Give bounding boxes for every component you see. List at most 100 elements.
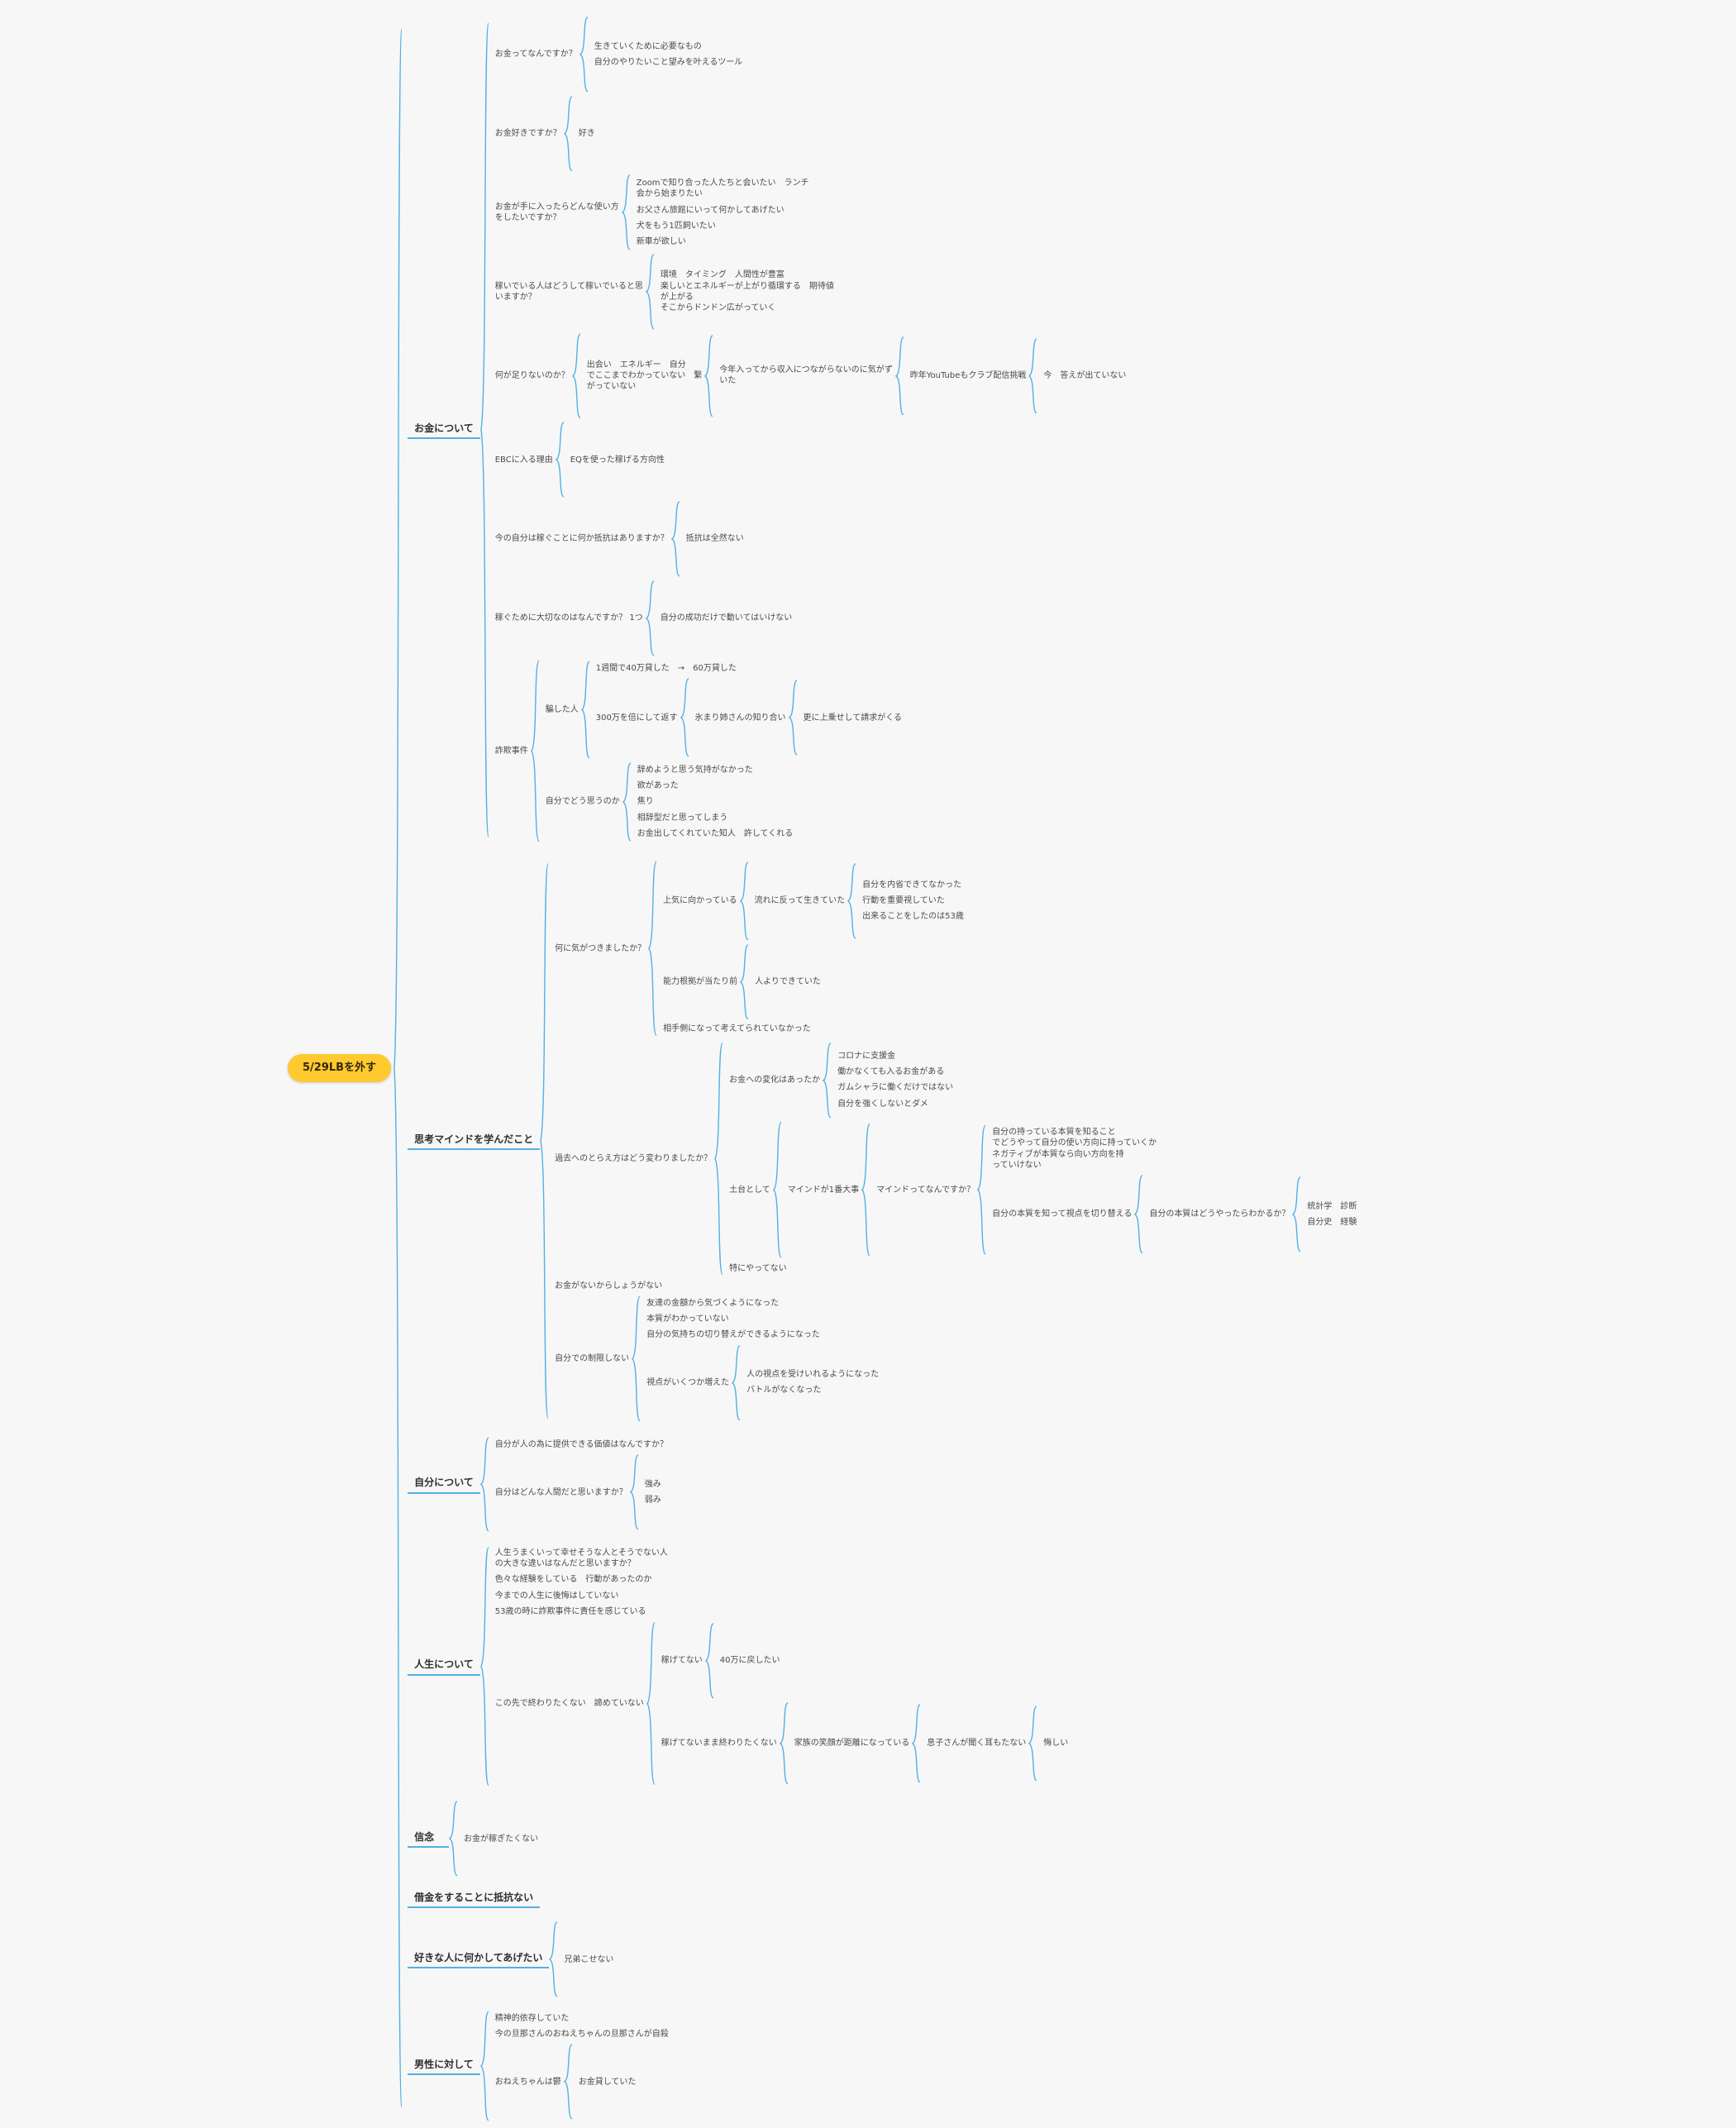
sub-topic[interactable]: 稼げてない bbox=[661, 1656, 703, 1666]
sub-topic[interactable]: 自分を強くしないとダメ bbox=[837, 1099, 928, 1109]
central-topic[interactable]: 5/29LBを外す bbox=[288, 1054, 392, 1082]
sub-topic[interactable]: 視点がいくつか増えた bbox=[646, 1377, 730, 1387]
sub-topic[interactable]: 更に上乗せして請求がくる bbox=[803, 713, 903, 723]
main-topic[interactable]: お金について bbox=[408, 421, 480, 440]
sub-topic[interactable]: 生きていくために必要なもの bbox=[594, 41, 702, 51]
sub-topic[interactable]: 今の旦那さんのおねえちゃんの旦那さんが自殺 bbox=[494, 2030, 669, 2040]
sub-topic[interactable]: お金が手に入ったらどんな使い方 をしたいですか？ bbox=[494, 202, 619, 223]
sub-topic[interactable]: 新車が欲しい bbox=[636, 236, 686, 246]
sub-topic[interactable]: 稼げてないまま終わりたくない bbox=[661, 1738, 777, 1748]
sub-topic[interactable]: 息子さんが聞く耳もたない bbox=[927, 1738, 1027, 1748]
sub-topic[interactable]: 稼ぐために大切なのはなんですか？ 1つ bbox=[494, 613, 643, 623]
sub-topic[interactable]: この先で終わりたくない 諦めていない bbox=[494, 1699, 644, 1709]
sub-topic[interactable]: 弱み bbox=[644, 1496, 661, 1505]
tree-branch: 過去へのとらえ方はどう変わりましたか？ お金への変化はあったか コロナに支援金働かな… bbox=[551, 1041, 1359, 1276]
sub-topic[interactable]: 自分の成功だけで動いてはいけない bbox=[660, 613, 793, 623]
sub-topic[interactable]: マインドってなんですか？ bbox=[876, 1185, 975, 1195]
sub-topic[interactable]: EBCに入る理由 bbox=[494, 455, 553, 465]
sub-topic[interactable]: 今の自分は稼ぐことに何か抵抗はありますか？ bbox=[494, 534, 669, 544]
sub-topic[interactable]: 抵抗は全然ない bbox=[685, 534, 744, 544]
sub-topic[interactable]: 自分での制限しない bbox=[555, 1353, 630, 1363]
main-topic[interactable]: 自分について bbox=[408, 1475, 480, 1494]
main-topic[interactable]: 男性に対して bbox=[408, 2057, 480, 2076]
sub-topic[interactable]: Zoomで知り合った人たちと会いたい ランチ 会から始まりたい bbox=[636, 179, 809, 199]
sub-topic[interactable]: おねえちゃんは鬱 bbox=[494, 2077, 561, 2087]
sub-topic[interactable]: 出会い エネルギー 自分 でここまでわかっていない 繋 がっていない bbox=[586, 360, 703, 392]
sub-topic[interactable]: 兄弟こせない bbox=[564, 1954, 614, 1964]
sub-topic[interactable]: 人生うまくいって幸せそうな人とそうでない人 の大きな違いはなんだと思いますか？ bbox=[494, 1548, 668, 1569]
sub-topic[interactable]: 自分のやりたいこと望みを叶えるツール bbox=[594, 57, 743, 67]
sub-topic[interactable]: 自分史 経験 bbox=[1307, 1217, 1357, 1227]
sub-topic[interactable]: 能力根拠が当たり前 bbox=[663, 976, 738, 986]
sub-topic[interactable]: 今までの人生に後悔はしていない bbox=[494, 1591, 619, 1601]
sub-topic[interactable]: お金への変化はあったか bbox=[729, 1075, 821, 1085]
sub-topic[interactable]: 今 答えが出ていない bbox=[1043, 370, 1127, 380]
sub-topic[interactable]: 300万を倍にして返す bbox=[595, 713, 678, 723]
sub-topic[interactable]: 悔しい bbox=[1043, 1738, 1069, 1748]
sub-topic[interactable]: 家族の笑顔が距離になっている bbox=[794, 1738, 910, 1748]
main-topic[interactable]: 人生について bbox=[408, 1657, 480, 1676]
sub-topic[interactable]: 自分でどう思うのか bbox=[545, 797, 620, 807]
sub-topic[interactable]: 相手側になって考えてられていなかった bbox=[663, 1024, 811, 1034]
sub-topic[interactable]: 出来ることをしたのは53歳 bbox=[862, 912, 964, 922]
sub-topic[interactable]: 欲があった bbox=[637, 781, 679, 791]
sub-topic[interactable]: 稼いでいる人はどうして稼いでいると思 いますか？ bbox=[494, 281, 643, 302]
sub-topic[interactable]: 精神的依存していた bbox=[494, 2013, 570, 2023]
sub-topic[interactable]: 1週間で40万貸した → 60万貸した bbox=[595, 664, 737, 674]
sub-topic[interactable]: 詐欺事件 bbox=[494, 747, 528, 756]
sub-topic[interactable]: 人の視点を受けいれるようになった bbox=[746, 1370, 880, 1380]
sub-topic[interactable]: ガムシャラに働くだけではない bbox=[837, 1083, 954, 1093]
sub-topic[interactable]: 何に気がつきましたか？ bbox=[555, 943, 646, 953]
main-topic[interactable]: 信念 bbox=[408, 1830, 450, 1849]
sub-topic[interactable]: 自分はどんな人間だと思いますか？ bbox=[494, 1487, 627, 1497]
sub-topic[interactable]: 昨年YouTubeもクラブ配信挑戦 bbox=[909, 370, 1027, 380]
main-topic[interactable]: 思考マインドを学んだこと bbox=[408, 1132, 541, 1151]
sub-topic[interactable]: 辞めようと思う気持がなかった bbox=[637, 766, 753, 775]
sub-topic[interactable]: 色々な経験をしている 行動があったのか bbox=[494, 1575, 652, 1585]
sub-topic[interactable]: 流れに反って生きていた bbox=[754, 896, 846, 906]
sub-topic[interactable]: 統計学 診断 bbox=[1307, 1201, 1357, 1211]
sub-topic[interactable]: 本質がわかっていない bbox=[646, 1314, 729, 1324]
sub-topic[interactable]: 土台として bbox=[729, 1185, 770, 1195]
tree-branch: 5/29LBを外す お金について お金ってなんですか？ 生きていくために必要なもの自分… bbox=[288, 8, 1359, 2128]
sub-topic[interactable]: 働かなくても入るお金がある bbox=[837, 1067, 945, 1077]
sub-topic[interactable]: 自分の気持ちの切り替えができるようになった bbox=[646, 1330, 820, 1340]
sub-topic[interactable]: 自分の持っている本質を知ること でどうやって自分の使い方向に持っていくか ネガテ… bbox=[992, 1128, 1157, 1170]
sub-topic[interactable]: 焦り bbox=[637, 797, 654, 807]
sub-topic[interactable]: 人よりできていた bbox=[755, 976, 821, 986]
sub-topic[interactable]: バトルがなくなった bbox=[746, 1386, 822, 1396]
sub-topic[interactable]: お金貸していた bbox=[578, 2077, 637, 2087]
sub-topic[interactable]: マインドが1番大事 bbox=[787, 1185, 860, 1195]
sub-topic[interactable]: 犬をもう1匹飼いたい bbox=[636, 221, 716, 231]
sub-topic[interactable]: 相辞型だと思ってしまう bbox=[637, 813, 728, 823]
sub-topic[interactable]: EQを使った稼げる方向性 bbox=[570, 455, 665, 465]
sub-topic[interactable]: 友達の金額から気づくようになった bbox=[646, 1298, 780, 1308]
sub-topic[interactable]: 特にやってない bbox=[729, 1263, 787, 1273]
sub-topic[interactable]: 好き bbox=[578, 128, 595, 138]
sub-topic[interactable]: お父さん旅館にいって何かしてあげたい bbox=[636, 205, 785, 215]
sub-topic[interactable]: 騙した人 bbox=[545, 705, 579, 715]
tree-branch: 人生うまくいって幸せそうな人とそうでない人 の大きな違いはなんだと思いますか？ bbox=[491, 1547, 1071, 1570]
sub-topic[interactable]: 自分を内省できてなかった bbox=[862, 880, 962, 890]
sub-topic[interactable]: 40万に戻したい bbox=[719, 1656, 780, 1666]
sub-topic[interactable]: 自分が人の為に提供できる価値はなんですか？ bbox=[494, 1440, 669, 1450]
sub-topic[interactable]: 氷まり姉さんの知り合い bbox=[694, 713, 786, 723]
sub-topic[interactable]: 自分の本質を知って視点を切り替える bbox=[992, 1210, 1133, 1219]
sub-topic[interactable]: お金出してくれていた知人 許してくれる bbox=[637, 828, 794, 838]
sub-topic[interactable]: 上気に向かっている bbox=[663, 896, 737, 906]
sub-topic[interactable]: 今年入ってから収入につながらないのに気がず いた bbox=[719, 365, 893, 386]
main-topic[interactable]: 借金をすることに抵抗ない bbox=[408, 1890, 541, 1909]
sub-topic[interactable]: お金好きですか？ bbox=[494, 128, 561, 138]
sub-topic[interactable]: お金がないからしょうがない bbox=[555, 1281, 663, 1291]
sub-topic[interactable]: 自分の本質はどうやったらわかるか？ bbox=[1149, 1210, 1290, 1219]
sub-topic[interactable]: お金が稼ぎたくない bbox=[464, 1834, 539, 1844]
sub-topic[interactable]: お金ってなんですか？ bbox=[494, 50, 577, 60]
sub-topic[interactable]: 行動を重要視していた bbox=[862, 896, 945, 906]
sub-topic[interactable]: 何が足りないのか？ bbox=[494, 370, 570, 380]
sub-topic[interactable]: 53歳の時に詐欺事件に責任を感じている bbox=[494, 1606, 646, 1616]
sub-topic[interactable]: 環境 タイミング 人間性が豊富 楽しいとエネルギーが上がり循環する 期待値 が上… bbox=[660, 270, 834, 313]
sub-topic[interactable]: コロナに支援金 bbox=[837, 1051, 896, 1061]
sub-topic[interactable]: 過去へのとらえ方はどう変わりましたか？ bbox=[555, 1153, 713, 1163]
main-topic[interactable]: 好きな人に何かしてあげたい bbox=[408, 1950, 550, 1969]
sub-topic[interactable]: 強み bbox=[644, 1480, 661, 1490]
